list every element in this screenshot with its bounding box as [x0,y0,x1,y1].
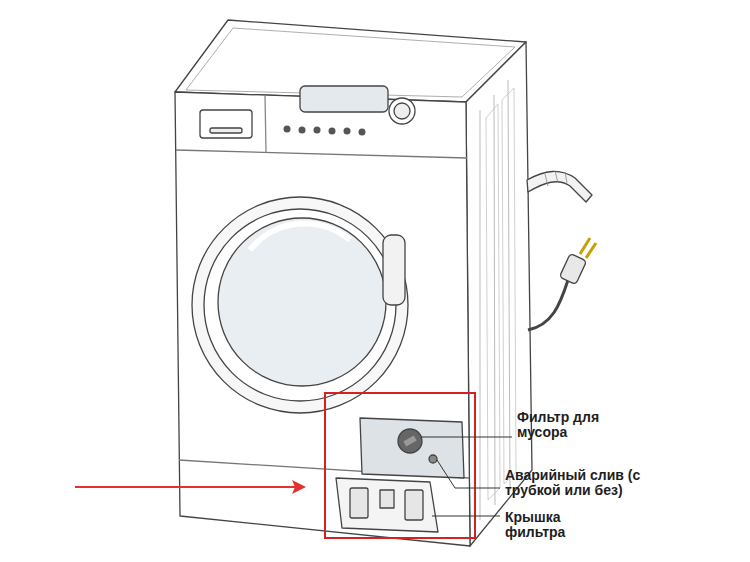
door-handle [383,235,405,305]
filter-cap [398,429,422,453]
part-label: Фильтр для мусора [517,410,627,439]
filter-lid [336,478,438,532]
power-cord [528,280,568,330]
emergency-drain [429,455,437,463]
program-knob [389,98,415,124]
machine-front [175,92,470,546]
filter-recess [360,418,464,478]
pointer-arrow [75,486,296,488]
door-ring [192,197,408,413]
part-label: Крышка фильтра [505,510,615,539]
drain-hose [527,171,592,202]
part-label: Аварийный слив (с трубкой или без) [505,468,665,497]
buttons [284,126,366,136]
detergent-drawer [200,110,252,138]
door-glass [218,218,386,386]
display [300,86,388,112]
plug [559,253,586,284]
leader-lines [421,437,512,516]
